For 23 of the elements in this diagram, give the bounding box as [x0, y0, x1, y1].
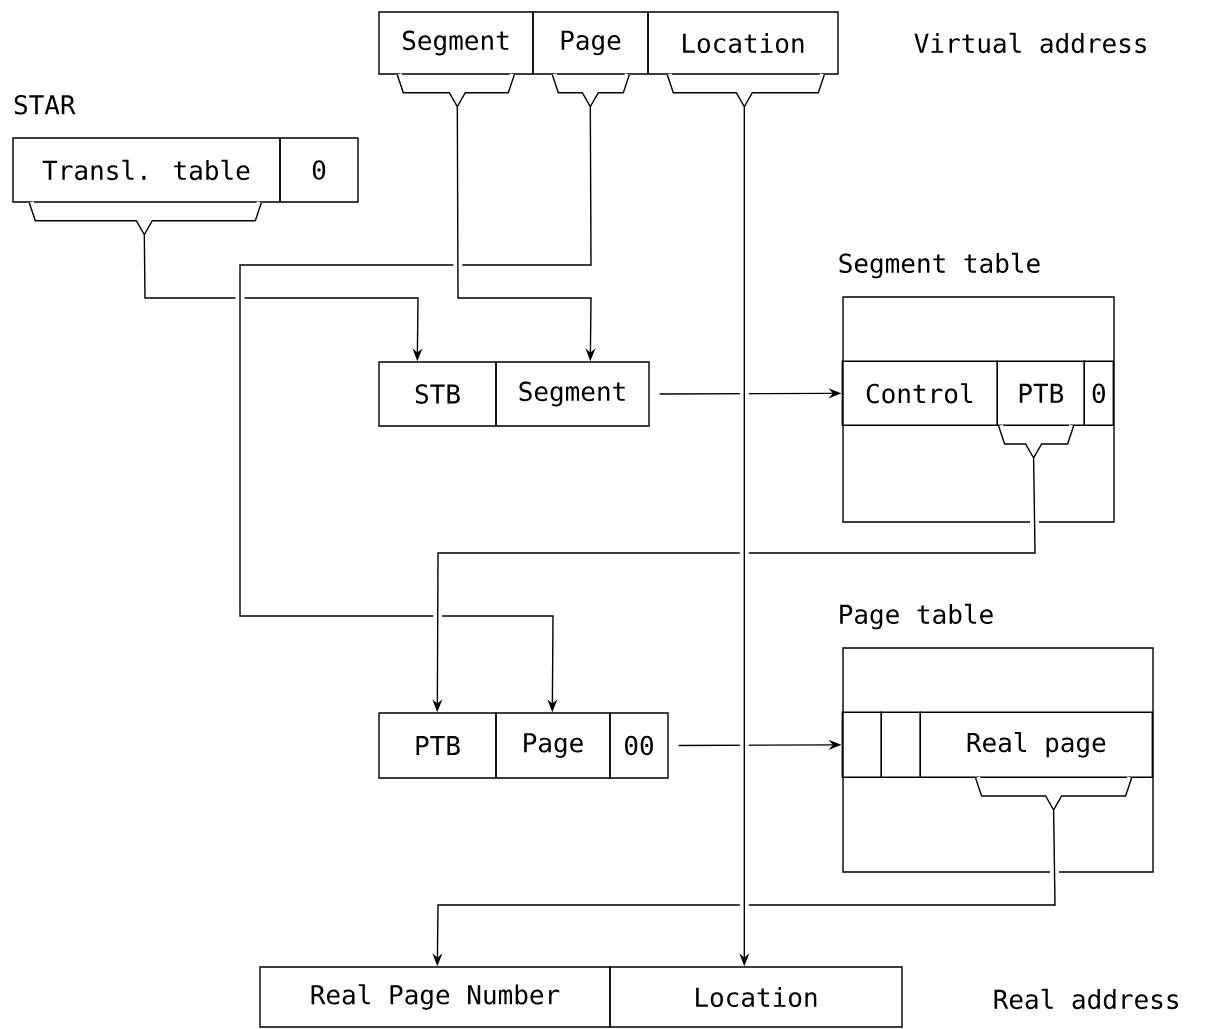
field-cell: Control: [841, 360, 998, 426]
field-cell: Transl. table: [12, 137, 281, 203]
field-cell: 0: [1083, 360, 1114, 426]
address-label: Virtual address: [914, 32, 1146, 54]
field-cell: PTB: [378, 712, 497, 779]
field-cell: Segment: [378, 11, 534, 75]
field-cell: Real page: [919, 711, 1153, 778]
field-cell: 0: [279, 137, 359, 203]
field-cell: Location: [647, 11, 839, 75]
field-cell: Location: [609, 966, 903, 1028]
empty-cell: [841, 711, 882, 778]
table-heading: Segment table: [839, 252, 1040, 279]
empty-cell: [880, 711, 921, 778]
register-label: STAR: [14, 94, 76, 115]
table-heading: Page table: [840, 603, 993, 630]
field-cell: Page: [495, 712, 611, 779]
field-cell: 00: [609, 712, 669, 779]
field-cell: STB: [378, 361, 497, 427]
field-cell: Segment: [495, 361, 650, 427]
field-cell: PTB: [996, 360, 1085, 426]
field-cell: Real Page Number: [259, 966, 611, 1028]
address-label: Real address: [994, 988, 1178, 1010]
field-cell: Page: [532, 11, 649, 75]
